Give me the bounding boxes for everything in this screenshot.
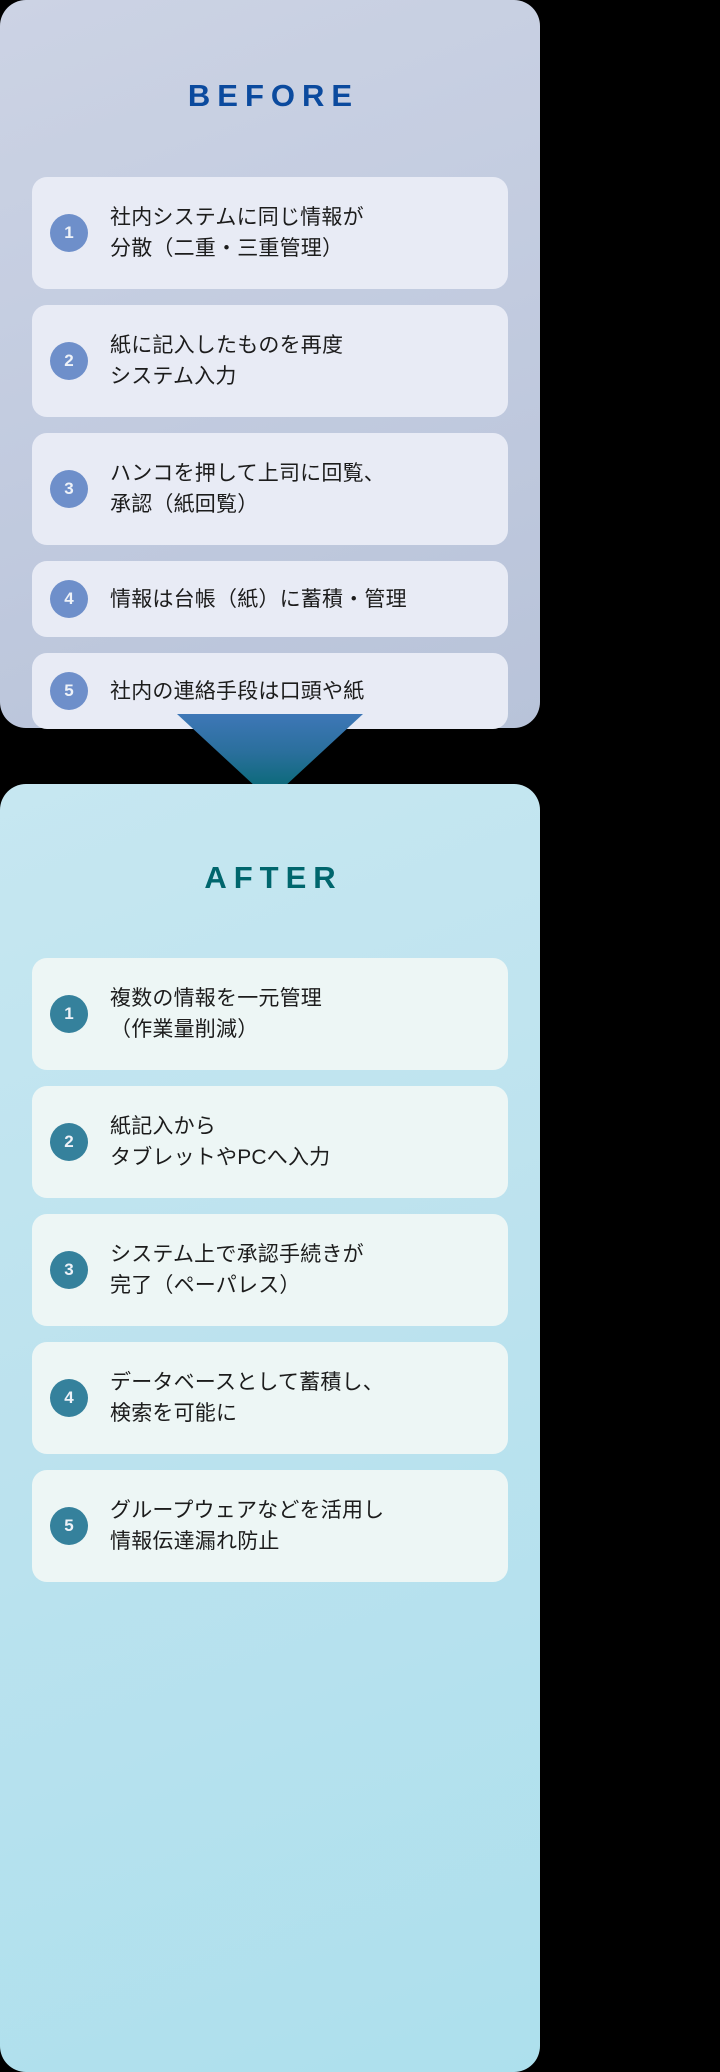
- after-panel: AFTER 1 複数の情報を一元管理 （作業量削減） 2 紙記入から タブレット…: [0, 784, 540, 2072]
- before-panel: BEFORE 1 社内システムに同じ情報が 分散（二重・三重管理） 2 紙に記入…: [0, 0, 540, 730]
- after-item-5-text: グループウェアなどを活用し 情報伝達漏れ防止: [110, 1499, 385, 1554]
- before-item-2-text: 紙に記入したものを再度 システム入力: [110, 334, 344, 389]
- before-item-2: 2 紙に記入したものを再度 システム入力: [32, 305, 508, 418]
- after-item-4: 4 データベースとして蓄積し、 検索を可能に: [32, 1342, 508, 1455]
- after-item-2-number: 2: [50, 1123, 88, 1162]
- after-item-1-text: 複数の情報を一元管理 （作業量削減）: [110, 987, 322, 1042]
- after-item-5: 5 グループウェアなどを活用し 情報伝達漏れ防止: [32, 1470, 508, 1583]
- before-item-4-text: 情報は台帳（紙）に蓄積・管理: [110, 587, 407, 611]
- before-item-2-number: 2: [50, 342, 88, 381]
- before-item-5: 5 社内の連絡手段は口頭や紙: [32, 653, 508, 730]
- after-item-2-text: 紙記入から タブレットやPCへ入力: [110, 1115, 331, 1170]
- after-item-list: 1 複数の情報を一元管理 （作業量削減） 2 紙記入から タブレットやPCへ入力…: [32, 958, 508, 1583]
- before-item-1: 1 社内システムに同じ情報が 分散（二重・三重管理）: [32, 177, 508, 290]
- before-item-1-text: 社内システムに同じ情報が 分散（二重・三重管理）: [110, 206, 364, 261]
- after-item-4-text: データベースとして蓄積し、 検索を可能に: [110, 1371, 384, 1426]
- after-title: AFTER: [204, 859, 343, 895]
- after-item-5-number: 5: [50, 1507, 88, 1546]
- before-item-4: 4 情報は台帳（紙）に蓄積・管理: [32, 561, 508, 638]
- before-item-3-text: ハンコを押して上司に回覧、 承認（紙回覧）: [110, 462, 385, 517]
- before-item-list: 1 社内システムに同じ情報が 分散（二重・三重管理） 2 紙に記入したものを再度…: [32, 177, 508, 730]
- after-item-3-number: 3: [50, 1251, 88, 1290]
- before-title: BEFORE: [187, 77, 360, 113]
- after-item-1-number: 1: [50, 995, 88, 1034]
- before-item-3-number: 3: [50, 470, 88, 509]
- after-item-2: 2 紙記入から タブレットやPCへ入力: [32, 1086, 508, 1199]
- before-item-5-text: 社内の連絡手段は口頭や紙: [110, 679, 365, 703]
- after-item-4-number: 4: [50, 1379, 88, 1418]
- before-item-5-number: 5: [50, 672, 88, 711]
- before-item-3: 3 ハンコを押して上司に回覧、 承認（紙回覧）: [32, 433, 508, 546]
- after-item-1: 1 複数の情報を一元管理 （作業量削減）: [32, 958, 508, 1071]
- before-item-4-number: 4: [50, 580, 88, 619]
- after-item-3-text: システム上で承認手続きが 完了（ペーパレス）: [110, 1243, 364, 1298]
- after-item-3: 3 システム上で承認手続きが 完了（ペーパレス）: [32, 1214, 508, 1327]
- before-item-1-number: 1: [50, 214, 88, 253]
